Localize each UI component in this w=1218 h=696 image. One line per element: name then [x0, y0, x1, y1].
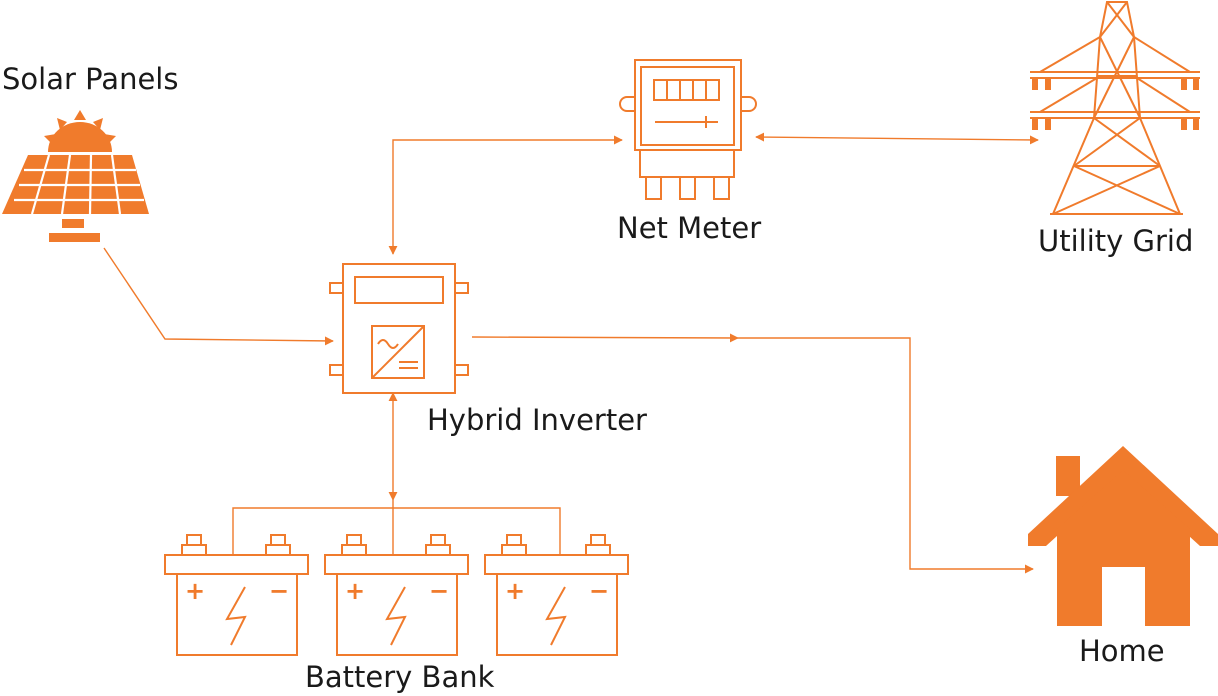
insulator-icons	[1032, 78, 1199, 130]
battery-icon: +−	[164, 534, 309, 656]
connector-inverter-to-home-a	[471, 333, 739, 343]
label-net-meter: Net Meter	[617, 211, 762, 245]
connector-inverter-to-meter	[388, 135, 623, 255]
battery-bank-icons: +−+−+−	[164, 534, 629, 656]
battery-minus-sign: −	[429, 577, 449, 605]
connector-meter-to-grid	[755, 132, 1039, 145]
battery-icon: +−	[324, 534, 469, 656]
battery-minus-sign: −	[589, 577, 609, 605]
label-utility-grid: Utility Grid	[1038, 224, 1194, 258]
label-solar-panels: Solar Panels	[2, 62, 179, 96]
solar-panel-icon	[2, 110, 149, 242]
battery-minus-sign: −	[269, 577, 289, 605]
label-hybrid-inverter: Hybrid Inverter	[427, 403, 647, 437]
battery-plus-sign: +	[505, 577, 525, 605]
label-home: Home	[1079, 634, 1165, 668]
meter-icon	[619, 59, 757, 200]
connector-solar-to-inverter	[103, 247, 334, 346]
connector-inverter-to-home-b	[738, 337, 1034, 574]
house-icon	[1028, 446, 1218, 626]
label-battery-bank: Battery Bank	[305, 660, 495, 694]
inverter-icon	[329, 263, 469, 394]
battery-icon: +−	[484, 534, 629, 656]
battery-bus	[232, 507, 561, 554]
transmission-tower-icon	[1030, 0, 1200, 215]
battery-plus-sign: +	[345, 577, 365, 605]
battery-plus-sign: +	[185, 577, 205, 605]
connectors	[103, 132, 1039, 574]
